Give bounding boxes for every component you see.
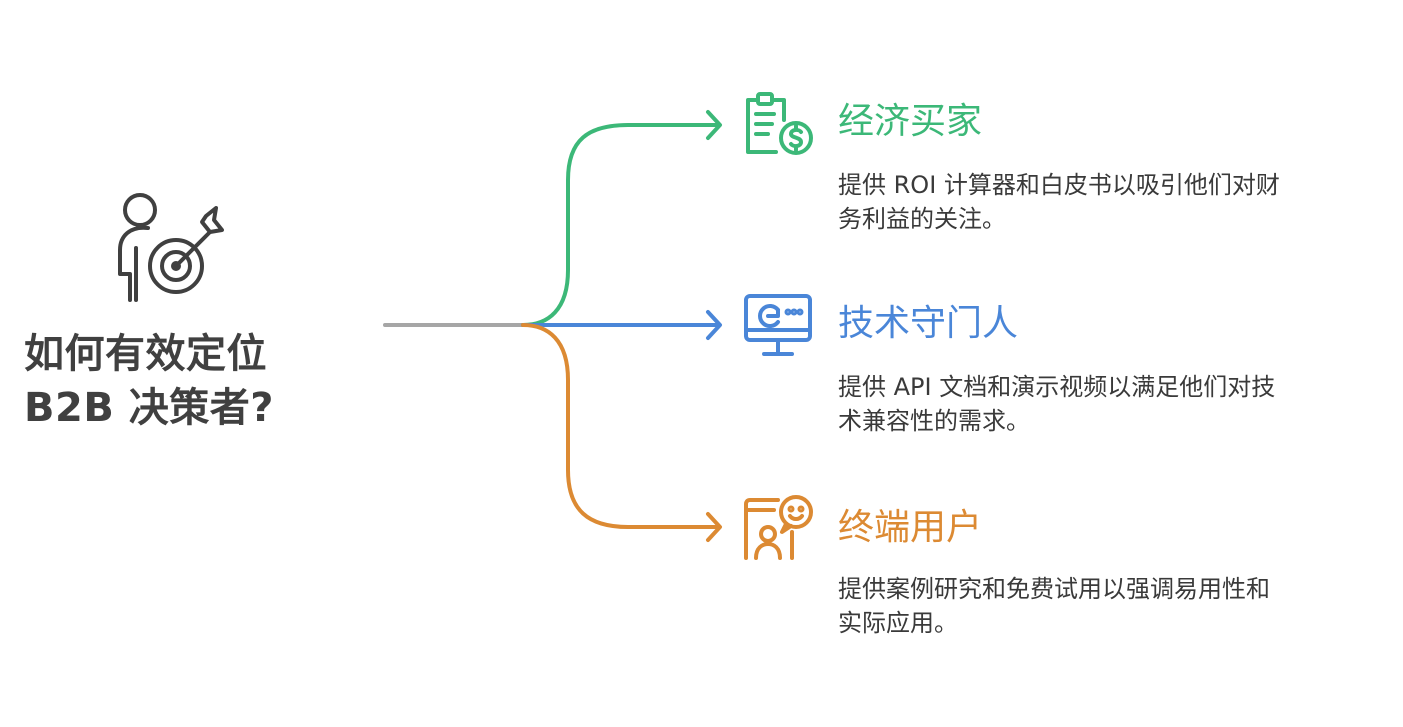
branch-line-end-user [521,323,720,529]
person-target-icon [118,193,224,302]
branch-desc-tech-gatekeeper-line-2: 术兼容性的需求。 [838,407,1030,435]
branch-desc-economic-buyer-line-1: 提供 ROI 计算器和白皮书以吸引他们对财 [838,171,1280,199]
branch-title-end-user: 终端用户 [838,507,983,548]
branch-desc-end-user: 提供案例研究和免费试用以强调易用性和 实际应用。 [838,572,1358,640]
branch-desc-tech-gatekeeper: 提供 API 文档和演示视频以满足他们对技 术兼容性的需求。 [838,370,1358,438]
branch-desc-economic-buyer: 提供 ROI 计算器和白皮书以吸引他们对财 务利益的关注。 [838,168,1358,236]
monitor-chart-icon [744,294,812,356]
branch-desc-economic-buyer-line-2: 务利益的关注。 [838,205,1006,233]
branch-desc-tech-gatekeeper-line-1: 提供 API 文档和演示视频以满足他们对技 [838,373,1276,401]
main-title-line-2: B2B 决策者? [24,385,274,431]
branch-line-economic-buyer [521,123,720,327]
branch-desc-end-user-line-2: 实际应用。 [838,609,958,637]
branch-title-tech-gatekeeper: 技术守门人 [838,303,1019,344]
branch-title-economic-buyer: 经济买家 [838,101,983,142]
branch-desc-end-user-line-1: 提供案例研究和免费试用以强调易用性和 [838,575,1270,603]
user-smile-screen-icon [744,495,813,560]
arrowhead-tech-gatekeeper [706,310,722,340]
main-title-line-1: 如何有效定位 [24,331,267,377]
clipboard-dollar-icon [746,92,813,155]
arrowhead-economic-buyer [706,110,722,140]
arrowhead-end-user [706,512,722,542]
